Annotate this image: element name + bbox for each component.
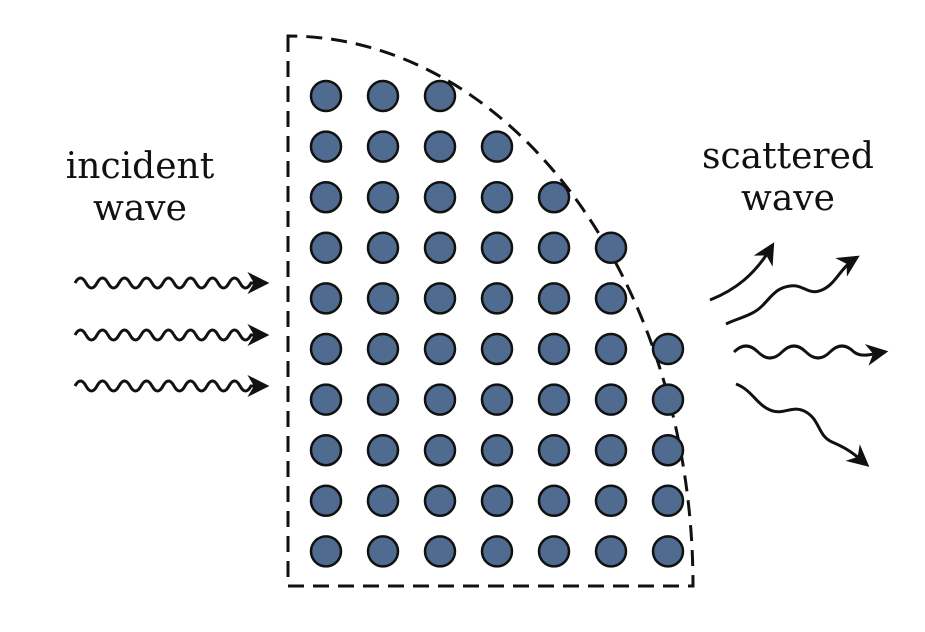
particle xyxy=(309,332,343,366)
particle xyxy=(309,180,343,214)
particle xyxy=(423,433,457,467)
particle xyxy=(651,383,685,416)
particle xyxy=(366,231,400,265)
particle xyxy=(423,130,457,163)
particle xyxy=(537,535,571,568)
particle xyxy=(423,332,457,366)
particle xyxy=(309,383,343,416)
particle xyxy=(537,383,571,416)
particle xyxy=(423,79,457,113)
particle xyxy=(651,433,685,467)
particle xyxy=(594,535,628,568)
scattered-wave-arrow xyxy=(709,242,775,302)
particle xyxy=(366,535,400,568)
particle xyxy=(366,130,400,163)
particle xyxy=(594,231,628,265)
particle xyxy=(309,130,343,163)
incident-waves xyxy=(73,272,270,397)
particle xyxy=(651,535,685,568)
particle xyxy=(309,282,343,315)
particle xyxy=(651,332,685,366)
particle xyxy=(651,484,685,518)
particle xyxy=(366,282,400,315)
particle xyxy=(423,231,457,265)
particle xyxy=(537,180,571,214)
particle xyxy=(309,433,343,467)
particle xyxy=(537,332,571,366)
particle xyxy=(480,180,514,214)
particle xyxy=(594,484,628,518)
particle xyxy=(309,231,343,265)
particle xyxy=(480,484,514,518)
incident-label-line-2: wave xyxy=(93,188,187,229)
incident-wave-arrow xyxy=(73,272,270,294)
particle xyxy=(309,535,343,568)
incident-wave-arrow xyxy=(73,324,270,346)
particle xyxy=(537,484,571,518)
particle xyxy=(537,433,571,467)
particle xyxy=(594,433,628,467)
particle xyxy=(423,282,457,315)
particle xyxy=(366,383,400,416)
particle xyxy=(480,535,514,568)
scattered-wave-arrow xyxy=(725,255,860,326)
particle xyxy=(423,535,457,568)
incident-label-line-1: incident xyxy=(65,146,215,187)
particle xyxy=(480,433,514,467)
particle xyxy=(480,383,514,416)
particle xyxy=(366,484,400,518)
particle xyxy=(594,332,628,366)
scattered-wave-label: scattered wave xyxy=(688,136,888,220)
particle xyxy=(537,231,571,265)
scattered-label-line-2: wave xyxy=(741,178,835,219)
particle xyxy=(594,383,628,416)
incident-wave-arrow xyxy=(73,375,270,397)
particle xyxy=(366,433,400,467)
particle-lattice xyxy=(309,79,685,568)
particle xyxy=(309,484,343,518)
particle xyxy=(480,282,514,315)
incident-wave-label: incident wave xyxy=(45,146,235,230)
scattered-waves xyxy=(709,242,889,467)
particle xyxy=(366,332,400,366)
particle xyxy=(480,332,514,366)
scattered-label-line-1: scattered xyxy=(702,136,874,177)
particle xyxy=(366,79,400,113)
particle xyxy=(480,231,514,265)
scattered-wave-arrow xyxy=(735,382,870,467)
particle xyxy=(537,282,571,315)
particle xyxy=(366,180,400,214)
scattering-region-boundary xyxy=(286,34,695,588)
particle xyxy=(423,484,457,518)
particle xyxy=(309,79,343,113)
particle xyxy=(594,282,628,315)
particle xyxy=(480,130,514,163)
particle xyxy=(423,383,457,416)
particle xyxy=(423,180,457,214)
scattered-wave-arrow xyxy=(732,344,889,366)
